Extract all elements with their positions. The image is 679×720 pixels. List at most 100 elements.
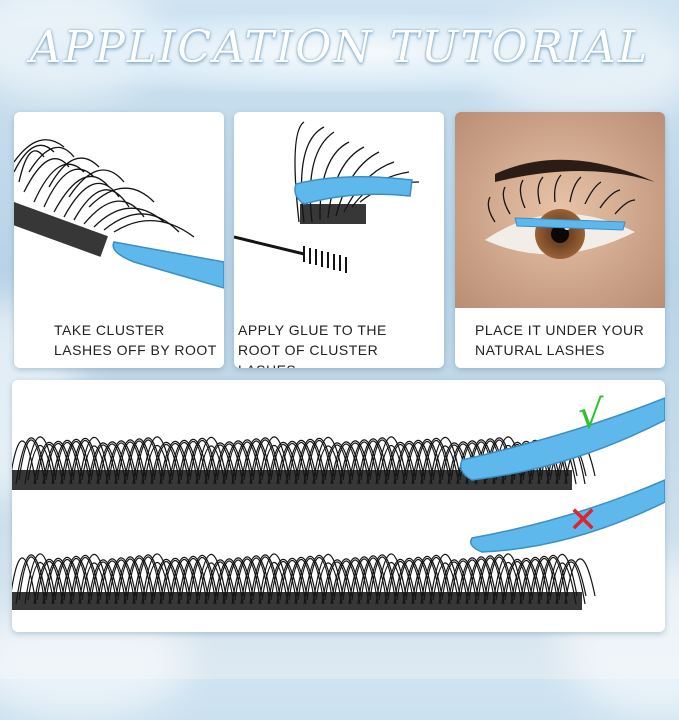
lash-fiber [186,554,218,605]
lash-fiber [72,556,100,605]
lash-fiber [81,562,109,605]
lash-fiber [294,555,326,605]
lash-fiber [213,558,245,605]
lash-fiber [546,553,578,605]
lash-fiber [24,436,56,485]
lash-fiber [420,554,452,605]
lash-fiber [195,553,227,605]
lash-fiber [270,561,298,605]
lash-fiber [432,562,460,605]
lash-fiber [243,557,271,605]
lash-fiber [99,560,127,605]
lash-fiber [468,558,496,605]
lash-fiber [324,561,352,605]
lash-fiber [441,561,469,605]
lash-fiber [297,441,325,485]
lash-fiber [249,554,281,605]
lash-fiber [141,436,173,485]
check-icon: √ [578,392,604,438]
lash-fiber [60,555,92,605]
lash-fiber [396,443,424,485]
lash-fiber [522,558,550,605]
step-1-caption-line1: TAKE CLUSTER [54,322,165,338]
lash-fiber [126,557,154,605]
lash-fiber [357,438,389,485]
lash-fiber [243,440,271,485]
lash-fiber [360,557,388,605]
lash-fiber [36,444,64,485]
lash-fiber [321,442,353,485]
lash-fiber [312,553,344,605]
lash-fiber [252,556,280,605]
lash-fiber [162,443,190,485]
lash-fiber [324,444,352,485]
lash-fiber [87,442,119,485]
lash-fiber [117,441,145,485]
lash-fiber [369,439,397,485]
lash-fiber [420,437,452,485]
lash-fiber [69,437,101,485]
lash-fiber [333,443,361,485]
lash-fiber [234,441,262,485]
lash-fiber [159,557,191,605]
lash-fiber [414,557,442,605]
lash-fiber [330,558,362,605]
cross-icon: ✕ [568,500,598,541]
lash-fiber [375,436,407,485]
lash-fiber [279,443,307,485]
correct-tweezer [460,397,665,481]
lash-fiber [459,559,487,605]
lash-fiber [33,558,65,605]
lash-fiber [225,559,253,605]
step-3-caption: PLACE IT UNDER YOUR NATURAL LASHES [475,320,659,360]
lash-fiber [186,437,218,485]
lash-fiber [27,562,55,605]
lash-fiber [267,441,299,485]
lash-fiber [258,553,290,605]
lash-fiber [225,442,253,485]
lash-fiber [474,555,506,605]
comparison-panel: √ ✕ [12,380,665,632]
lash-fiber [114,439,146,485]
lash-fiber [36,561,64,605]
step-3-caption-line1: PLACE IT UNDER YOUR [475,322,645,338]
lash-fiber [231,439,263,485]
lash-fiber [33,441,65,485]
lash-fiber [144,445,172,485]
lash-fiber [150,441,182,485]
lash-fiber [411,555,443,605]
lash-fiber [78,553,110,605]
lash-fiber [123,438,155,485]
lash-fiber [495,562,523,605]
lash-fiber [99,443,127,485]
lash-fiber [423,556,451,605]
lash-fiber [42,557,74,605]
step-card-apply-glue: APPLY GLUE TO THE ROOT OF CLUSTER LASHES [234,112,444,368]
correct-lash-band [12,470,572,490]
lash-fiber [90,444,118,485]
step-3-caption-line2: NATURAL LASHES [475,342,605,358]
lash-fiber [528,555,560,605]
lash-fiber [153,561,181,605]
lash-fiber [396,560,424,605]
lash-fiber [351,558,379,605]
lash-fiber [162,560,190,605]
lash-fiber [126,440,154,485]
lash-fiber [276,557,308,605]
lash-fiber [150,558,182,605]
lash-fiber [303,554,335,605]
title-banner [30,14,650,92]
lash-fiber [132,437,164,485]
step-card-place-under: PLACE IT UNDER YOUR NATURAL LASHES [455,112,665,368]
lash-fiber [375,553,407,605]
lash-fiber [42,440,74,485]
lash-fiber [252,439,280,485]
lash-fiber [540,556,568,605]
lash-fiber [456,557,488,605]
lash-fiber [258,436,290,485]
lash-fiber [135,439,163,485]
lash-fiber [51,439,83,485]
step-2-caption-line1: APPLY GLUE TO THE [238,322,387,338]
lash-fiber [96,558,128,605]
lash-fiber [45,560,73,605]
